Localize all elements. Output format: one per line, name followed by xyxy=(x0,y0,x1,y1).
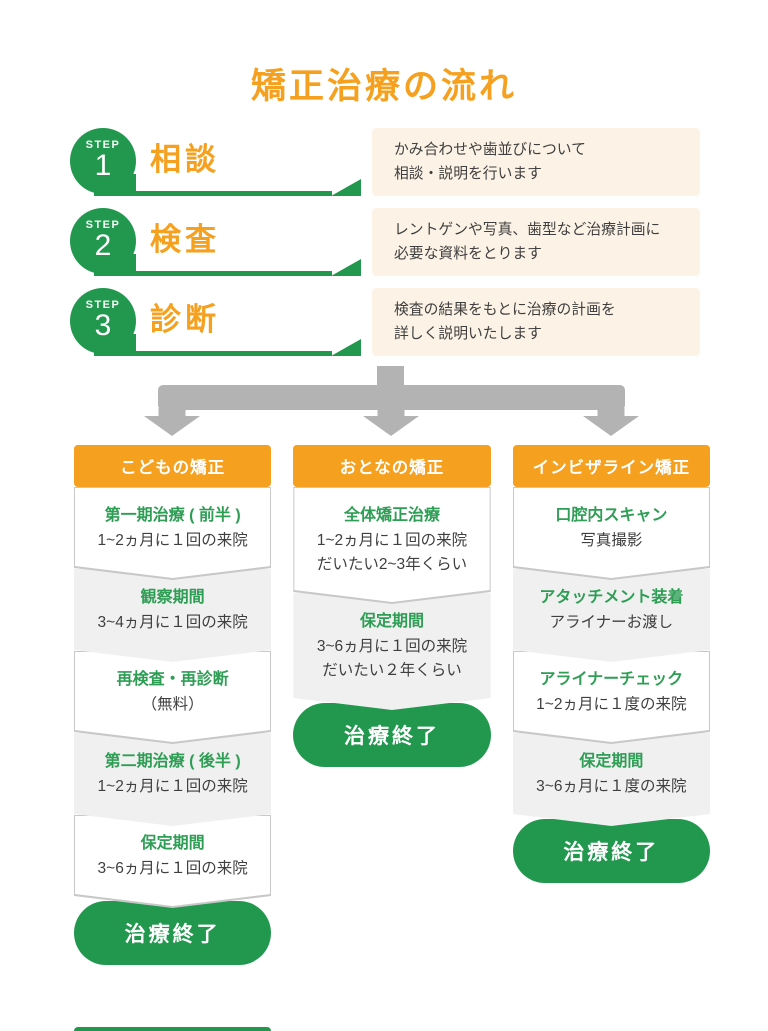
flow-box: 第一期治療 ( 前半 ) 1~2ヵ月に１回の来院 xyxy=(74,487,271,580)
flow-box-line: 1~2ヵ月に１回の来院 xyxy=(97,532,248,549)
column-header: インビザライン矯正 xyxy=(512,445,710,487)
flow-box: 再検査・再診断 （無料） xyxy=(74,651,271,744)
flow-box-line: 1~2ヵ月に１回の来院 xyxy=(316,532,468,549)
flow-box: アライナーチェック 1~2ヵ月に１度の来院 xyxy=(513,651,710,744)
step-arrow-line-icon xyxy=(94,179,361,196)
flow-box-line: 3~6ヵ月に１度の来院 xyxy=(536,778,687,795)
step-3-title: 診断 xyxy=(150,302,220,337)
flow-box-title: 全体矯正治療 xyxy=(343,507,440,524)
step-badge-number: 3 xyxy=(94,309,112,342)
flow-box-title: 保定期間 xyxy=(359,613,424,630)
step-arrow-line-icon xyxy=(94,259,361,276)
step-row-2: STEP 2 検査 レントゲンや写真、歯型など治療計画に 必要な資料をとります xyxy=(0,208,768,276)
flow-box-line: 3~4ヵ月に１回の来院 xyxy=(97,614,248,631)
step-row-1: STEP 1 相談 かみ合わせや歯並びについて 相談・説明を行います xyxy=(0,128,768,196)
flow-box: 観察期間 3~4ヵ月に１回の来院 xyxy=(74,569,271,662)
flow-box-title: アライナーチェック xyxy=(539,671,684,688)
step-1-description: かみ合わせや歯並びについて 相談・説明を行います xyxy=(372,128,700,196)
flow-box-title: 第一期治療 ( 前半 ) xyxy=(104,507,241,524)
column-header: おとなの矯正 xyxy=(293,445,491,487)
flow-box: 保定期間 3~6ヵ月に１度の来院 xyxy=(513,733,710,826)
description-line: 検査の結果をもとに治療の計画を xyxy=(394,301,616,318)
flow-box-line: 3~6ヵ月に１回の来院 xyxy=(97,860,248,877)
flow-box: 保定期間 3~6ヵ月に１回の来院 xyxy=(74,815,271,908)
step-2-badge: STEP 2 xyxy=(70,208,136,274)
flow-box-line: 3~6ヵ月に１回の来院 xyxy=(316,638,468,655)
treatment-end-badge: 治療終了 xyxy=(293,703,491,767)
step-2-description: レントゲンや写真、歯型など治療計画に 必要な資料をとります xyxy=(372,208,700,276)
page-title: 矯正治療の流れ xyxy=(250,67,517,106)
step-row-3: STEP 3 診断 検査の結果をもとに治療の計画を 詳しく説明いたします xyxy=(0,288,768,356)
step-badge-label: STEP xyxy=(85,299,121,311)
flow-box: 全体矯正治療 1~2ヵ月に１回の来院 だいたい2~3年くらい xyxy=(293,487,490,604)
step-1-badge: STEP 1 xyxy=(70,128,136,194)
split-arrow-icon xyxy=(144,366,639,436)
flow-box-title: 第二期治療 ( 後半 ) xyxy=(104,753,241,770)
step-badge-number: 2 xyxy=(94,229,112,262)
description-line: 相談・説明を行います xyxy=(394,166,542,182)
flow-box-title: 口腔内スキャン xyxy=(555,507,668,524)
flow-box: 第二期治療 ( 後半 ) 1~2ヵ月に１回の来院 xyxy=(74,733,271,826)
flow-box-line: （無料） xyxy=(141,696,204,713)
step-1-title: 相談 xyxy=(150,142,220,177)
description-line: 必要な資料をとります xyxy=(394,246,542,262)
flow-box: アタッチメント装着 アライナーお渡し xyxy=(513,569,710,662)
step-2-title: 検査 xyxy=(150,222,220,257)
column-kids-orthodontics: こどもの矯正 第一期治療 ( 前半 ) 1~2ヵ月に１回の来院 観察期間 3~4… xyxy=(74,445,272,965)
description-line: レントゲンや写真、歯型など治療計画に xyxy=(394,221,661,238)
flow-box-line: 1~2ヵ月に１回の来院 xyxy=(97,778,248,795)
flow-box-title: 観察期間 xyxy=(140,589,205,606)
step-3-description: 検査の結果をもとに治療の計画を 詳しく説明いたします xyxy=(372,288,700,356)
column-header: こどもの矯正 xyxy=(74,445,272,487)
step-3-badge: STEP 3 xyxy=(70,288,136,354)
flow-box-line: アライナーお渡し xyxy=(549,614,674,631)
flow-box-line: だいたい２年くらい xyxy=(322,662,462,679)
step-badge-label: STEP xyxy=(85,139,121,151)
flow-box: 口腔内スキャン 写真撮影 xyxy=(513,487,710,580)
steps-section: STEP 1 相談 かみ合わせや歯並びについて 相談・説明を行います STEP … xyxy=(0,128,768,368)
column-adult-orthodontics: おとなの矯正 全体矯正治療 1~2ヵ月に１回の来院 だいたい2~3年くらい 保定… xyxy=(293,445,491,965)
cutoff-green-element xyxy=(74,1027,271,1031)
column-invisalign-orthodontics: インビザライン矯正 口腔内スキャン 写真撮影 アタッチメント装着 アライナーお渡… xyxy=(512,445,710,965)
description-line: 詳しく説明いたします xyxy=(394,326,542,342)
flow-box-title: アタッチメント装着 xyxy=(539,589,684,606)
step-badge-number: 1 xyxy=(94,149,112,182)
treatment-end-badge: 治療終了 xyxy=(74,901,272,965)
step-arrow-line-icon xyxy=(94,339,361,356)
flow-box-title: 保定期間 xyxy=(140,835,205,852)
flow-box: 保定期間 3~6ヵ月に１回の来院 だいたい２年くらい xyxy=(293,593,490,710)
treatment-end-badge: 治療終了 xyxy=(512,819,710,883)
flow-box-line: 1~2ヵ月に１度の来院 xyxy=(536,696,687,713)
description-line: かみ合わせや歯並びについて xyxy=(394,141,586,158)
flow-box-title: 再検査・再診断 xyxy=(116,671,229,688)
step-badge-label: STEP xyxy=(85,219,121,231)
flow-box-line: だいたい2~3年くらい xyxy=(316,556,468,573)
treatment-columns: こどもの矯正 第一期治療 ( 前半 ) 1~2ヵ月に１回の来院 観察期間 3~4… xyxy=(74,445,710,965)
flow-box-title: 保定期間 xyxy=(579,753,644,770)
flow-box-line: 写真撮影 xyxy=(580,532,643,549)
